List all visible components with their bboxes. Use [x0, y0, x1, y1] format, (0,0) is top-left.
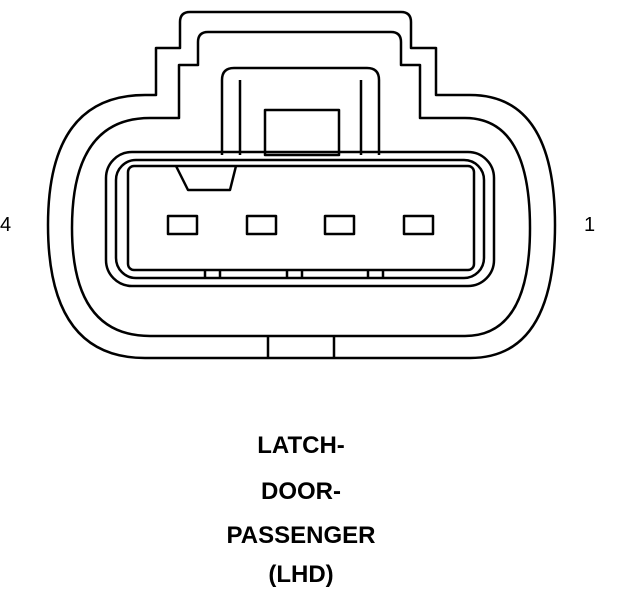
terminal-face-core — [126, 164, 476, 272]
pin-number-left: 4 — [0, 214, 12, 236]
caption-line-1: LATCH- — [257, 432, 345, 459]
caption-line-4: (LHD) — [268, 561, 334, 588]
pin-cavity-4 — [166, 214, 199, 236]
housing-inner — [70, 30, 532, 338]
pin-cavity-2 — [323, 214, 356, 236]
terminal-face — [104, 150, 496, 288]
housing-outer — [46, 10, 557, 360]
polarization-key — [174, 165, 238, 192]
bottom-notch — [266, 336, 336, 358]
pin-cavity-1 — [402, 214, 435, 236]
lock-tab-window — [263, 108, 341, 157]
pin-cavity-3 — [245, 214, 278, 236]
lock-tab — [220, 66, 381, 155]
pin-number-right: 1 — [584, 214, 596, 236]
caption-line-3: PASSENGER — [226, 522, 376, 549]
terminal-face-inner — [114, 158, 486, 280]
caption-line-2: DOOR- — [261, 478, 341, 505]
